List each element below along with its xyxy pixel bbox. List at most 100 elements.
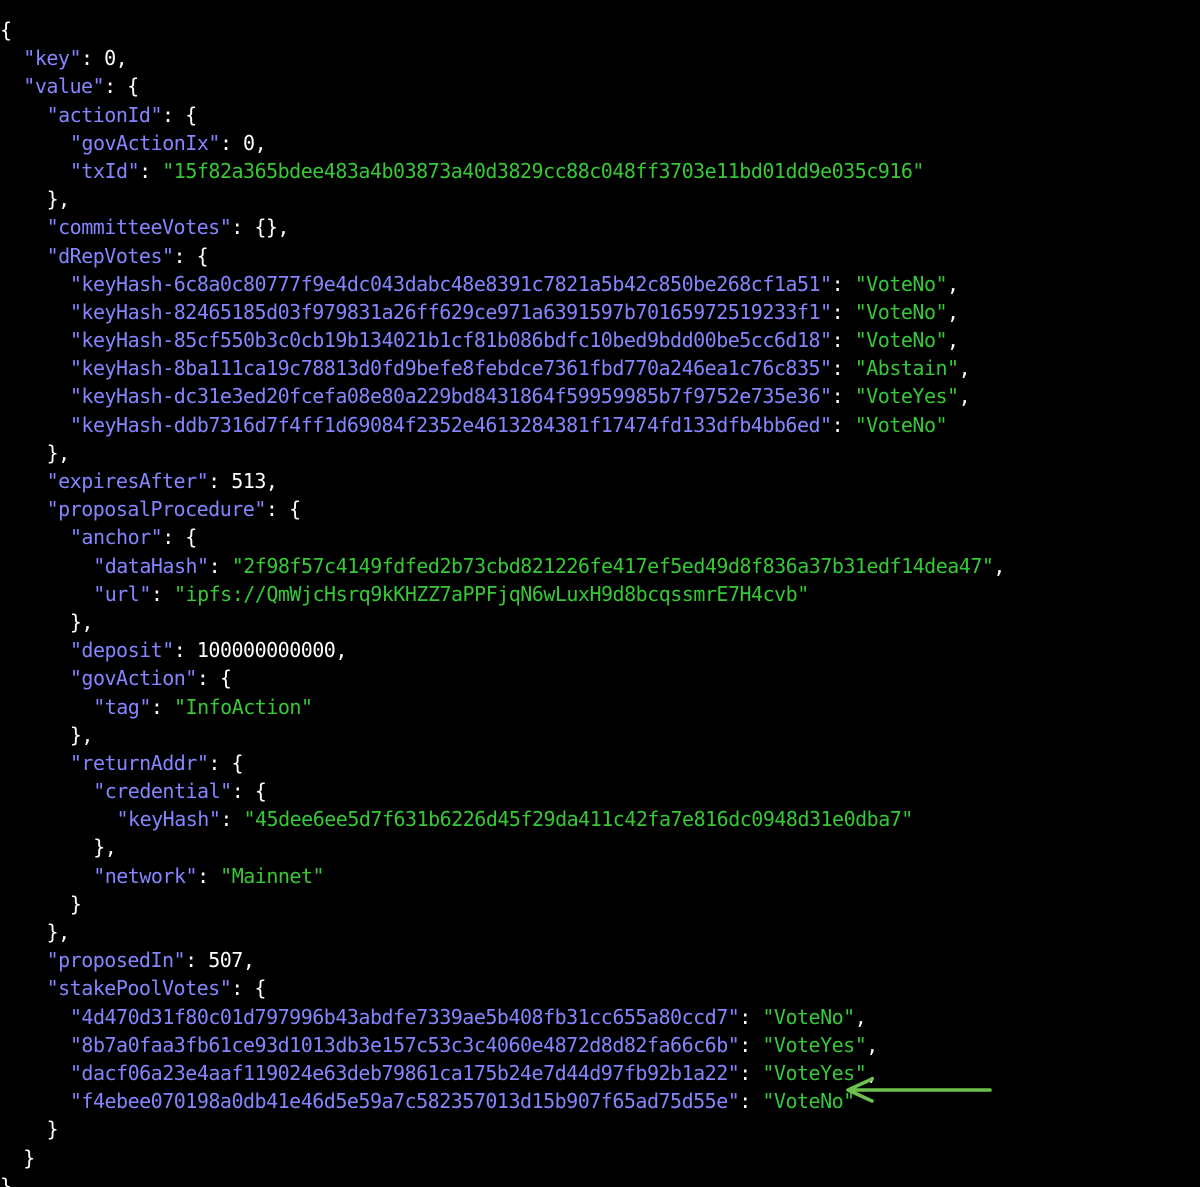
code-line: "credential": { [0,777,1005,805]
json-punctuation: : { [162,102,197,127]
json-punctuation: , [958,384,971,409]
json-key: "txId" [69,158,140,183]
json-string-value: "15f82a365bdee483a4b03873a40d3829cc88c04… [162,158,924,183]
json-string-value: "VoteNo" [762,1089,855,1114]
code-line: "key": 0, [0,44,1005,72]
json-number-value: 513 [231,469,266,493]
json-key: "keyHash" [116,807,221,832]
json-punctuation: : [139,158,163,183]
json-key: "key" [23,46,82,71]
json-punctuation: } [23,1145,35,1170]
json-punctuation: : [831,384,855,409]
json-punctuation: : [220,807,244,832]
json-punctuation: : [831,356,855,381]
code-line: }, [0,721,1005,749]
code-line: "keyHash-82465185d03f979831a26ff629ce971… [0,298,1005,326]
code-line: } [0,890,1005,918]
json-punctuation: }, [93,835,117,860]
json-key: "url" [93,581,151,606]
json-string-value: "VoteYes" [762,1032,867,1057]
code-line: "keyHash-ddb7316d7f4ff1d69084f2352e46132… [0,411,1005,439]
json-string-value: "45dee6ee5d7f631b6226d45f29da411c42fa7e8… [243,807,913,832]
json-punctuation: }, [46,440,71,465]
code-line: }, [0,608,1005,636]
json-key: "4d470d31f80c01d797996b43abdfe7339ae5b40… [69,1004,740,1029]
json-key: "expiresAfter" [46,469,209,493]
json-key: "dacf06a23e4aaf119024e63deb79861ca175b24… [69,1060,740,1085]
code-line: "network": "Mainnet" [0,862,1005,890]
json-punctuation: , [335,638,347,663]
json-punctuation: : [739,1089,763,1114]
json-punctuation: , [242,948,255,973]
code-line: } [0,1115,1005,1143]
json-punctuation: : [739,1004,763,1029]
json-punctuation: : [831,328,855,353]
json-number-value: 507 [208,948,243,973]
json-key: "govActionIx" [69,130,221,155]
json-key: "committeeVotes" [46,215,232,240]
json-punctuation: }, [46,187,71,212]
code-line: "proposedIn": 507, [0,946,1005,974]
json-string-value: "Abstain" [854,356,959,381]
json-key: "credential" [93,779,232,804]
json-punctuation: : [739,1032,763,1057]
json-punctuation: } [46,1117,59,1142]
json-string-value: "Mainnet" [220,863,325,888]
json-key: "keyHash-ddb7316d7f4ff1d69084f2352e46132… [69,412,832,437]
code-line: "keyHash": "45dee6ee5d7f631b6226d45f29da… [0,805,1005,833]
code-line: "dataHash": "2f98f57c4149fdfed2b73cbd821… [0,552,1005,580]
json-key: "stakePoolVotes" [46,976,232,1001]
code-line: "deposit": 100000000000, [0,636,1005,664]
json-string-value: "VoteYes" [854,384,959,409]
json-punctuation: } [69,891,82,916]
json-punctuation: , [993,553,1005,578]
json-punctuation: : [208,553,232,578]
json-key: "tag" [93,694,151,719]
code-line: "keyHash-85cf550b3c0cb19b134021b1cf81b08… [0,326,1005,354]
json-key: "keyHash-8ba111ca19c78813d0fd9befe8febdc… [69,356,832,381]
json-key: "actionId" [46,102,163,127]
json-punctuation: : [739,1060,763,1085]
json-punctuation: : [208,469,232,493]
json-punctuation: : {}, [231,215,289,240]
json-punctuation: , [958,356,971,381]
json-string-value: "ipfs://QmWjcHsrq9kKHZZ7aPPFjqN6wLuxH9d8… [174,581,809,606]
json-punctuation: : { [208,750,244,775]
json-punctuation: : [81,46,105,71]
json-punctuation: : { [173,243,209,268]
json-punctuation: , [866,1032,878,1057]
code-line: "stakePoolVotes": { [0,974,1005,1002]
json-punctuation: , [265,469,278,493]
json-punctuation: : { [265,497,301,522]
code-line: "txId": "15f82a365bdee483a4b03873a40d382… [0,157,1005,185]
json-string-value: "2f98f57c4149fdfed2b73cbd821226fe417ef5e… [231,553,994,578]
json-punctuation: { [0,18,12,42]
code-line: "committeeVotes": {}, [0,213,1005,241]
code-line: "8b7a0faa3fb61ce93d1013db3e157c53c3c4060… [0,1031,1005,1059]
json-punctuation: }, [46,920,71,944]
code-line: }, [0,918,1005,946]
json-string-value: "VoteYes" [762,1060,867,1085]
json-key: "value" [23,74,105,99]
code-line: "4d470d31f80c01d797996b43abdfe7339ae5b40… [0,1003,1005,1031]
json-punctuation: : { [196,666,232,691]
json-punctuation: } [0,1173,12,1187]
json-key: "f4ebee070198a0db41e46d5e59a7c582357013d… [69,1089,740,1114]
json-key: "keyHash-85cf550b3c0cb19b134021b1cf81b08… [69,328,832,353]
json-punctuation: : [831,412,855,437]
json-code-block: {"key": 0,"value": {"actionId": {"govAct… [0,16,1005,1187]
json-punctuation: , [947,299,959,324]
code-line: "expiresAfter": 513, [0,467,1005,495]
json-key: "keyHash-6c8a0c80777f9e4dc043dabc48e8391… [69,271,832,296]
json-punctuation: , [947,328,959,353]
code-line: "dRepVotes": { [0,242,1005,270]
code-line: "keyHash-6c8a0c80777f9e4dc043dabc48e8391… [0,270,1005,298]
code-line: "url": "ipfs://QmWjcHsrq9kKHZZ7aPPFjqN6w… [0,580,1005,608]
json-punctuation: : [173,638,197,663]
json-key: "anchor" [69,525,163,550]
code-line: "govAction": { [0,664,1005,692]
code-line: "actionId": { [0,101,1005,129]
code-line: }, [0,439,1005,467]
json-punctuation: : { [162,525,197,550]
json-key: "keyHash-dc31e3ed20fcefa08e80a229bd84318… [69,384,832,409]
